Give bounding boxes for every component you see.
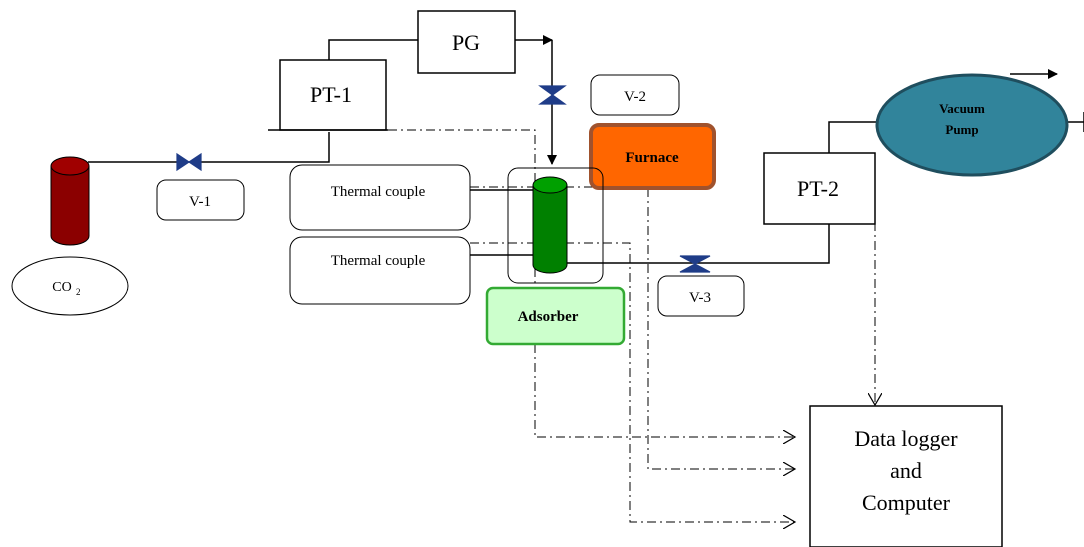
signal-pt1 <box>388 129 795 437</box>
svg-text:PT-1: PT-1 <box>310 82 352 107</box>
svg-text:PT-2: PT-2 <box>797 176 839 201</box>
svg-text:Computer: Computer <box>862 490 951 515</box>
valve-v3-icon[interactable] <box>679 255 711 273</box>
furnace: Furnace <box>589 123 716 190</box>
svg-text:and: and <box>890 458 922 483</box>
svg-text:Furnace: Furnace <box>625 150 679 166</box>
co2-label: CO <box>52 280 71 295</box>
thermal-couple-2: Thermal couple <box>289 236 471 305</box>
svg-text:Adsorber: Adsorber <box>518 309 579 325</box>
pipe-pt2-to-pump <box>828 121 877 153</box>
svg-text:PG: PG <box>452 30 480 55</box>
co2-subscript: 2 <box>76 287 81 297</box>
svg-text:V-2: V-2 <box>624 89 646 105</box>
svg-text:V-1: V-1 <box>189 194 211 210</box>
valve-v3-label: V-3 <box>657 275 745 317</box>
signal-tc2 <box>470 242 795 522</box>
adsorber-label: Adsorber <box>485 286 626 346</box>
valve-v2-label: V-2 <box>590 74 680 116</box>
pipe-lines <box>88 35 1084 264</box>
thermal-couple-1: Thermal couple <box>289 164 471 231</box>
svg-text:Thermal couple: Thermal couple <box>331 253 426 269</box>
svg-text:Vacuum: Vacuum <box>939 101 985 116</box>
pipe-co2-to-pt1 <box>88 132 330 163</box>
valve-v2-icon[interactable] <box>538 85 567 105</box>
pipe-pt1-to-pg <box>328 39 418 60</box>
pipe-adsorber-to-pt2 <box>567 224 830 264</box>
data-logger: Data logger and Computer <box>809 405 1003 547</box>
svg-text:Thermal couple: Thermal couple <box>331 184 426 200</box>
co2-label-box: CO 2 <box>11 256 129 316</box>
vacuum-pump: Vacuum Pump <box>875 73 1069 177</box>
co2-cylinder <box>50 156 90 246</box>
svg-text:V-3: V-3 <box>689 290 711 306</box>
signal-furnace <box>647 188 795 469</box>
adsorber-enclosure <box>507 167 604 284</box>
adsorber-column <box>532 176 568 274</box>
pressure-gauge: PG <box>417 10 516 74</box>
pt1-sensor: PT-1 <box>268 59 388 131</box>
svg-text:Pump: Pump <box>945 122 978 137</box>
pt2-sensor: PT-2 <box>763 152 876 225</box>
svg-text:Data logger: Data logger <box>854 426 958 451</box>
valve-v1-icon[interactable] <box>176 152 202 172</box>
valve-v1-label: V-1 <box>156 179 245 221</box>
